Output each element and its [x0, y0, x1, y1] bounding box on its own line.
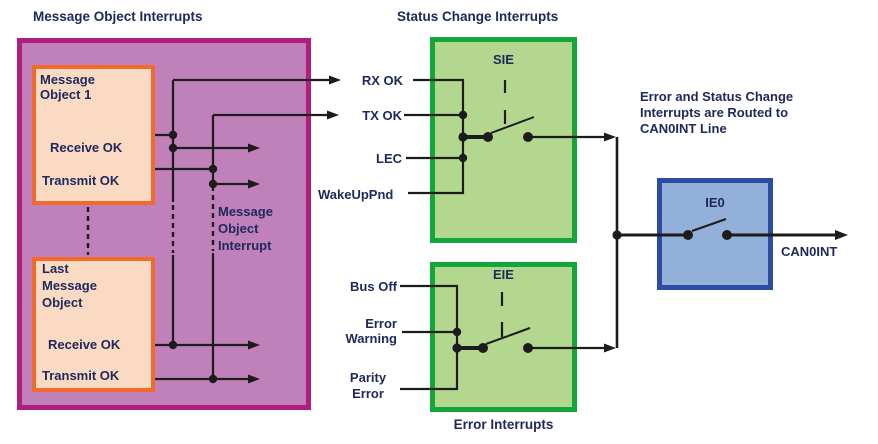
routing-note: Error and Status Change Interrupts are R… — [640, 89, 794, 136]
can0int-label: CAN0INT — [781, 244, 838, 259]
eie-switch-label: EIE — [493, 267, 514, 282]
eie-switch-blade-icon — [485, 327, 531, 345]
junction-dot — [168, 340, 178, 350]
sie-switch-label: SIE — [493, 52, 514, 67]
eie-switch-terminal — [523, 343, 533, 353]
rx-ok-label: RX OK — [361, 73, 403, 88]
arrowhead-icon — [604, 343, 616, 353]
last-object-transmit-label: Transmit OK — [42, 368, 120, 383]
junction-dot — [452, 343, 462, 353]
junction-dot — [208, 374, 218, 384]
arrowhead-icon — [327, 110, 339, 120]
junction-dot — [458, 153, 468, 163]
arrowhead-icon — [835, 230, 848, 240]
junction-dot — [208, 164, 218, 174]
status-change-title: Status Change Interrupts — [397, 9, 559, 24]
message-object-interrupt-label: Message Object Interrupt — [218, 204, 273, 253]
arrowhead-icon — [248, 179, 260, 189]
junction-dot — [208, 179, 218, 189]
object1-receive-label: Receive OK — [50, 140, 123, 155]
junction-dot — [458, 110, 468, 120]
sie-wires — [404, 78, 616, 195]
error-interrupts-caption: Error Interrupts — [453, 417, 554, 432]
ie0-switch-terminal — [683, 230, 693, 240]
object1-name-label: Message Object 1 — [40, 72, 95, 102]
ie0-switch-blade-icon — [691, 218, 727, 232]
ie0-switch-label: IE0 — [705, 195, 725, 210]
lec-label: LEC — [376, 151, 402, 166]
message-objects-title: Message Object Interrupts — [33, 9, 203, 24]
arrowhead-icon — [248, 143, 260, 153]
rxok-wakeup-bus-line — [408, 78, 465, 195]
sie-switch-blade-icon — [490, 116, 535, 134]
status-change-interrupts-box — [430, 37, 577, 243]
ie0-wires — [612, 137, 848, 348]
object1-wires — [86, 75, 341, 379]
sie-switch-terminal — [483, 132, 493, 142]
tx-ok-label: TX OK — [362, 108, 402, 123]
eie-switch-terminal — [478, 343, 488, 353]
message-object-1-box — [32, 65, 155, 205]
junction-dot — [168, 143, 178, 153]
arrowhead-icon — [604, 132, 616, 142]
arrowhead-icon — [248, 374, 260, 384]
junction-dot — [458, 132, 468, 142]
last-message-object-box — [32, 257, 155, 392]
last-object-name-label: Last Message Object — [42, 261, 97, 310]
junction-dot — [168, 130, 178, 140]
last-object-wires — [155, 340, 260, 384]
wakeuppnd-label: WakeUpPnd — [318, 187, 394, 202]
object1-transmit-label: Transmit OK — [42, 173, 120, 188]
bus-off-label: Bus Off — [350, 279, 397, 294]
last-object-receive-label: Receive OK — [48, 337, 121, 352]
sie-switch-terminal — [523, 132, 533, 142]
busoff-parity-bus-line — [400, 284, 459, 391]
arrowhead-icon — [329, 75, 341, 85]
arrowhead-icon — [248, 340, 260, 350]
error-warning-label: Error Warning — [345, 316, 397, 346]
eie-wires — [400, 284, 616, 391]
ie0-switch-terminal — [722, 230, 732, 240]
junction-dot — [612, 230, 622, 240]
junction-dot — [452, 327, 462, 337]
parity-error-label: Parity Error — [349, 370, 387, 401]
